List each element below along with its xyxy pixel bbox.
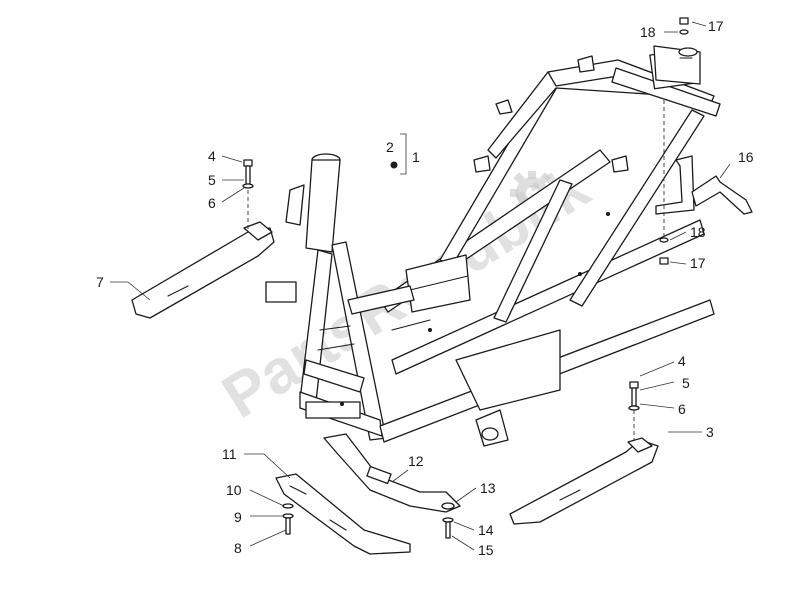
callout-7: 7	[96, 274, 104, 290]
callout-6-right: 6	[678, 401, 686, 417]
callout-10: 10	[226, 482, 242, 498]
callout-18-top: 18	[640, 24, 656, 40]
callout-16: 16	[738, 149, 754, 165]
callout-18-bottom: 18	[690, 224, 706, 240]
callout-4-left: 4	[208, 148, 216, 164]
main-frame	[265, 48, 721, 447]
callout-2: 2	[386, 139, 394, 155]
callout-17-top: 17	[708, 18, 724, 34]
top-bracket	[653, 45, 701, 85]
callout-5-left: 5	[208, 172, 216, 188]
callout-11: 11	[222, 446, 237, 462]
leader-lines	[110, 21, 731, 551]
callout-13: 13	[480, 480, 496, 496]
right-footrest-bracket	[509, 437, 659, 525]
callout-3: 3	[706, 424, 714, 440]
callout-12: 12	[408, 453, 424, 469]
rear-bracket	[655, 155, 753, 215]
callout-14: 14	[478, 522, 494, 538]
callout-9: 9	[234, 509, 242, 525]
callout-17-bottom: 17	[690, 255, 706, 271]
callout-6-left: 6	[208, 195, 216, 211]
callout-8: 8	[234, 540, 242, 556]
callout-15: 15	[478, 542, 494, 558]
callouts: 1 2 3 4 5 6 4 5 6 7 8 9 10 11 12 13 14 1…	[96, 18, 754, 558]
lower-left-footrest-bracket	[275, 473, 411, 555]
callout-4-right: 4	[678, 353, 686, 369]
callout-5-right: 5	[682, 375, 690, 391]
center-brace	[323, 433, 461, 513]
callout-1: 1	[412, 149, 420, 165]
left-footrest-bracket	[131, 221, 275, 319]
fasteners	[242, 17, 689, 539]
